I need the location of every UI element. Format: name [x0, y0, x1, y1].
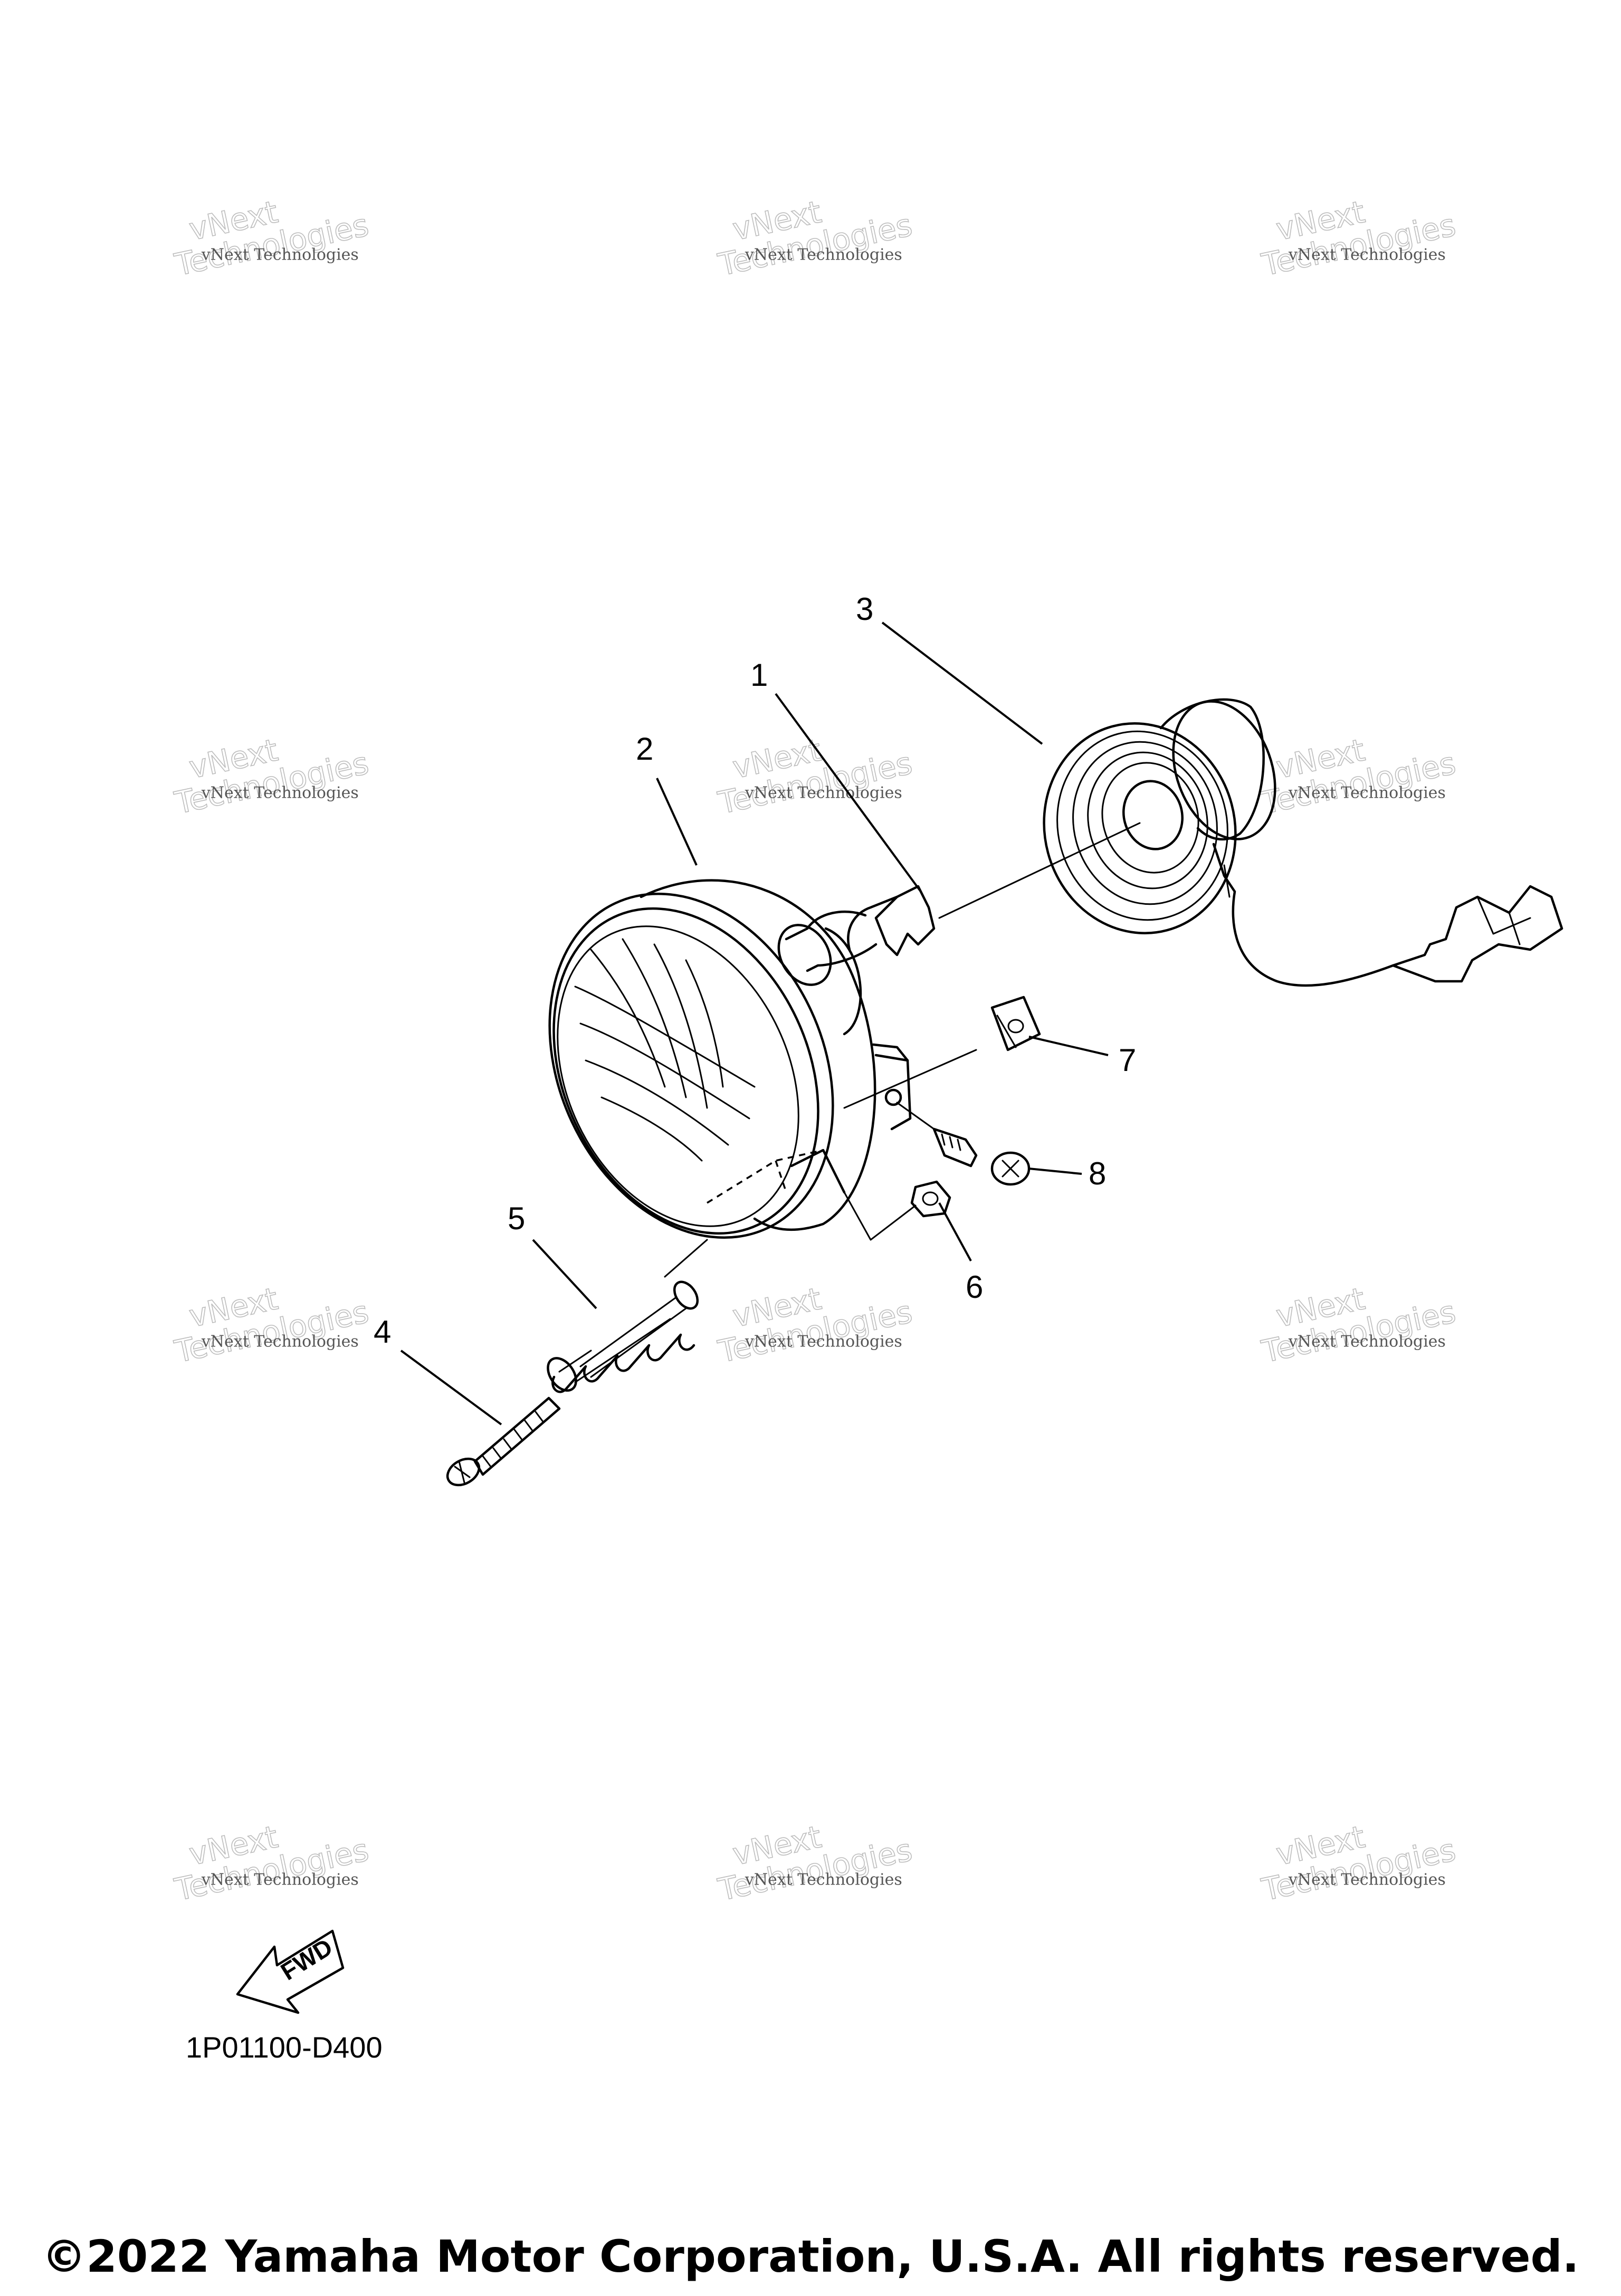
svg-text:vNext Technologies: vNext Technologies	[1288, 1332, 1446, 1351]
socket-assembly	[1043, 698, 1563, 987]
svg-text:vNext Technologies: vNext Technologies	[1288, 245, 1446, 264]
watermark: vNext Technologies vNext Technologies	[714, 1280, 916, 1371]
nut	[843, 1180, 951, 1241]
watermark: vNext Technologies vNext Technologies	[1258, 1819, 1459, 1909]
svg-text:vNext Technologies: vNext Technologies	[201, 1332, 359, 1351]
svg-text:vNext Technologies: vNext Technologies	[201, 245, 359, 264]
reference-code: 1P01100-D400	[186, 2031, 383, 2064]
callout-1: 1	[750, 657, 768, 693]
watermark: vNext Technologies vNext Technologies	[714, 732, 916, 822]
lens-pattern	[574, 938, 756, 1162]
screw	[896, 1102, 1031, 1186]
callout-6: 6	[966, 1269, 983, 1305]
watermark: vNext Technologies vNext Technologies	[1258, 732, 1459, 822]
svg-text:vNext Technologies: vNext Technologies	[1288, 1870, 1446, 1889]
svg-text:vNext Technologies: vNext Technologies	[1288, 783, 1446, 802]
nut-clip	[990, 996, 1041, 1051]
watermark: vNext Technologies vNext Technologies	[171, 1280, 372, 1371]
callout-5: 5	[508, 1201, 525, 1236]
callout-7: 7	[1119, 1042, 1136, 1078]
bulb	[777, 822, 1141, 986]
watermark: vNext Technologies vNext Technologies	[1258, 1280, 1459, 1371]
adjusting-screw	[446, 1396, 561, 1487]
svg-text:vNext Technologies: vNext Technologies	[745, 783, 902, 802]
watermark-group: vNext Technologies vNext Technologies vN…	[171, 194, 1459, 1909]
svg-text:vNext Technologies: vNext Technologies	[745, 1870, 902, 1889]
callouts: 3 1 2 7 8 6 5 4	[374, 591, 1136, 1350]
watermark: vNext Technologies vNext Technologies	[171, 1819, 372, 1909]
callout-3: 3	[856, 591, 873, 627]
headlight-housing	[548, 879, 977, 1239]
watermark: vNext Technologies vNext Technologies	[1258, 194, 1459, 284]
svg-text:vNext Technologies: vNext Technologies	[745, 245, 902, 264]
callout-8: 8	[1089, 1156, 1106, 1191]
callout-2: 2	[636, 731, 653, 767]
svg-text:vNext Technologies: vNext Technologies	[745, 1332, 902, 1351]
callout-4: 4	[374, 1314, 391, 1350]
watermark: vNext Technologies vNext Technologies	[714, 1819, 916, 1909]
svg-text:vNext Technologies: vNext Technologies	[201, 1870, 359, 1889]
leader-lines	[400, 621, 1109, 1426]
svg-text:vNext Technologies: vNext Technologies	[201, 783, 359, 802]
fwd-arrow: FWD	[236, 1929, 345, 2014]
copyright-notice: ©2022 Yamaha Motor Corporation, U.S.A. A…	[42, 2231, 1579, 2282]
spring	[547, 1239, 708, 1393]
watermark: vNext Technologies vNext Technologies	[171, 732, 372, 822]
watermark: vNext Technologies vNext Technologies	[714, 194, 916, 284]
watermark: vNext Technologies vNext Technologies	[171, 194, 372, 284]
